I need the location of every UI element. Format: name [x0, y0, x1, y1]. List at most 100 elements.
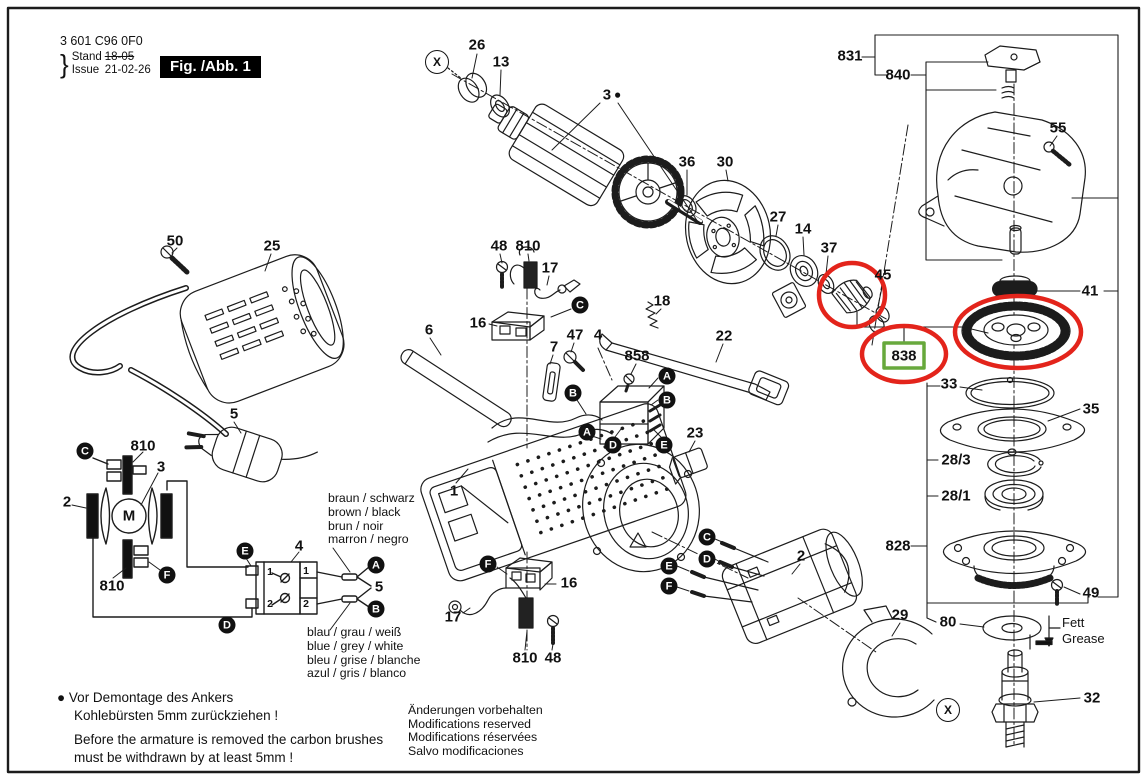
part-label-48-bottom: 48: [544, 649, 562, 667]
switch-contact-1: 1: [267, 566, 273, 578]
part-label-41: 41: [1081, 282, 1099, 300]
terminal-badge-d-switch: D: [604, 436, 622, 454]
part-label-4: 4: [593, 326, 603, 344]
part-label-14: 14: [794, 220, 812, 238]
part-label-28-3: 28/3: [941, 451, 971, 469]
part-label-810-top: 810: [515, 237, 541, 255]
part-label-80: 80: [939, 613, 957, 631]
x-marker-top: X: [425, 50, 449, 74]
part-label-6: 6: [424, 321, 434, 339]
wire-colors-blue: blau / grau / weiß blue / grey / white b…: [307, 625, 421, 681]
footer-de: Änderungen vorbehalten: [408, 703, 543, 717]
blue-line-es: azul / gris / blanco: [307, 666, 407, 681]
schematic-label-3: 3: [156, 458, 166, 476]
terminal-badge-e-switch: E: [655, 436, 673, 454]
highlight-circle-pinion: [816, 260, 888, 330]
brown-line-es: marron / negro: [328, 532, 409, 547]
part-label-23: 23: [686, 424, 704, 442]
issue-value: 21-02-26: [104, 64, 151, 76]
schematic-label-810-bottom: 810: [99, 577, 125, 595]
motor-symbol: M: [122, 507, 136, 525]
grease-label-de: Fett: [1062, 615, 1085, 630]
blue-line-fr: bleu / grise / blanche: [307, 652, 421, 667]
footer-fr: Modifications réservées: [408, 730, 538, 745]
part-label-27: 27: [769, 208, 787, 226]
switch-contact-2: 2: [267, 598, 273, 610]
footer-en: Modifications reserved: [408, 716, 532, 731]
part-label-5: 5: [229, 405, 239, 423]
part-label-35: 35: [1082, 400, 1100, 418]
brown-line-en: brown / black: [328, 504, 401, 519]
part-label-828: 828: [885, 537, 911, 555]
part-label-32: 32: [1083, 689, 1101, 707]
issue-label: Issue: [71, 64, 100, 76]
schematic-label-810-top: 810: [130, 437, 156, 455]
schematic-badge-a: A: [367, 556, 385, 574]
part-label-810-bottom: 810: [512, 649, 538, 667]
type-number: 3 601 C96 0F0: [60, 34, 143, 48]
part-label-16-top: 16: [469, 314, 487, 332]
part-label-1: 1: [449, 482, 459, 500]
schematic-badge-c: C: [76, 442, 94, 460]
terminal-badge-e-field: E: [660, 557, 678, 575]
part-label-26: 26: [468, 36, 486, 54]
part-label-838-focus: 838: [891, 347, 917, 365]
highlight-circle-ref-838: [859, 323, 949, 385]
schematic-label-2: 2: [62, 493, 72, 511]
brush-warning-note: ● Vor Demontage des Ankers Kohlebürsten …: [57, 689, 383, 767]
part-label-13: 13: [492, 53, 510, 71]
part-label-36: 36: [678, 153, 696, 171]
brown-line-de: braun / schwarz: [328, 491, 415, 505]
note-en-1: Before the armature is removed the carbo…: [74, 732, 384, 747]
part-label-831: 831: [837, 47, 863, 65]
part-label-49: 49: [1082, 584, 1100, 602]
terminal-badge-a-left: A: [578, 423, 596, 441]
schematic-badge-e: E: [236, 542, 254, 560]
note-de-2: Kohlebürsten 5mm zurückziehen !: [74, 708, 279, 723]
part-label-17-top: 17: [541, 259, 559, 277]
part-label-17-bottom: 17: [444, 608, 462, 626]
part-label-48-top: 48: [490, 237, 508, 255]
footer-es: Salvo modificaciones: [408, 743, 524, 758]
highlight-circle-bevel-gear: [952, 293, 1084, 371]
schematic-badge-f: F: [158, 566, 176, 584]
blue-line-de: blau / grau / weiß: [307, 625, 402, 639]
part-label-2-field: 2: [796, 547, 806, 565]
schematic-badge-b: B: [367, 600, 385, 618]
part-label-28-1: 28/1: [941, 487, 971, 505]
terminal-badge-b-switch: B: [658, 391, 676, 409]
part-label-47: 47: [566, 326, 584, 344]
connector-contact-2: 2: [303, 598, 309, 610]
blue-line-en: blue / grey / white: [307, 638, 404, 653]
schematic-badge-d: D: [218, 616, 236, 634]
part-label-3: 3●: [602, 86, 622, 104]
part-label-18: 18: [653, 292, 671, 310]
schematic-label-4: 4: [294, 537, 304, 555]
note-bullet-icon: ●: [57, 690, 66, 705]
part-label-45: 45: [874, 266, 892, 284]
part-label-37: 37: [820, 239, 838, 257]
grease-label-en: Grease: [1062, 631, 1105, 646]
terminal-badge-c-top: C: [571, 296, 589, 314]
part-label-29: 29: [891, 606, 909, 624]
part-label-30: 30: [716, 153, 734, 171]
terminal-badge-a-switch: A: [658, 367, 676, 385]
brown-line-fr: brun / noir: [328, 518, 384, 533]
schematic-label-5-cable: 5: [374, 578, 384, 596]
bullet-icon: ●: [614, 87, 622, 102]
title-block: 3 601 C96 0F0 Stand } 18-05 Issue 21-02-…: [60, 34, 151, 77]
terminal-badge-b-left: B: [564, 384, 582, 402]
part-label-50: 50: [166, 232, 184, 250]
terminal-badge-c-field: C: [698, 528, 716, 546]
figure-badge: Fig. /Abb. 1: [160, 56, 261, 78]
part-label-22: 22: [715, 327, 733, 345]
wire-colors-brown: braun / schwarz brown / black brun / noi…: [328, 491, 415, 547]
part-label-25: 25: [263, 237, 281, 255]
part-label-55: 55: [1049, 119, 1067, 137]
part-label-7: 7: [549, 338, 559, 356]
note-en-2: must be withdrawn by at least 5mm !: [74, 750, 294, 765]
part-label-840: 840: [885, 66, 911, 84]
note-de-1: Vor Demontage des Ankers: [68, 690, 234, 705]
